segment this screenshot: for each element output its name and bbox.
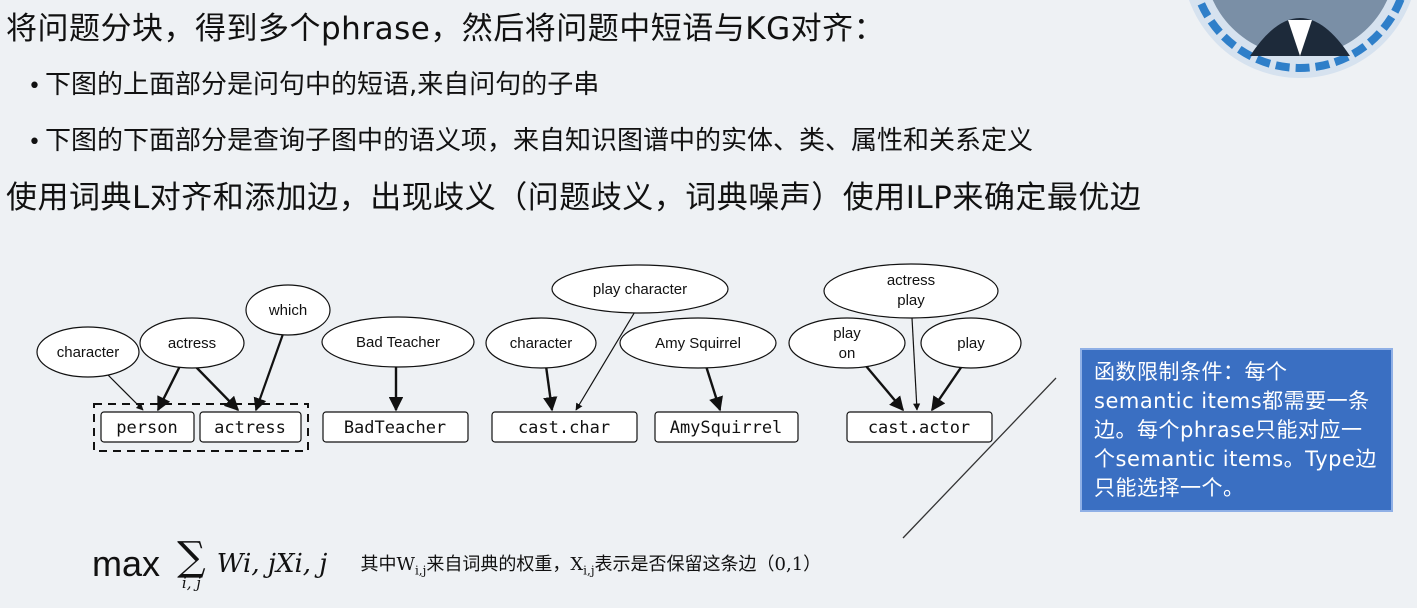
item-label: cast.actor [868, 418, 970, 438]
objective-formula: max ∑ i, j Wi, jXi, j 其中Wi,j来自词典的权重，Xi,j… [92, 534, 822, 598]
constraint-note: 函数限制条件：每个semantic items都需要一条边。每个phrase只能… [1080, 348, 1393, 512]
item-label: cast.char [518, 418, 610, 438]
phrase-node-character: character [36, 326, 140, 378]
diagram-edges [107, 309, 963, 412]
phrase-label: which [268, 302, 307, 319]
semantic-item-amysquirrel: AmySquirrel [654, 411, 799, 443]
callout-line [902, 377, 1057, 539]
phrase-label: play [957, 335, 985, 352]
phrase-node-play-character: play character [551, 264, 729, 314]
item-label: AmySquirrel [670, 418, 783, 438]
phrase-node-play-on: play on [788, 317, 906, 369]
slide-heading: 将问题分块，得到多个phrase，然后将问题中短语与KG对齐： [6, 11, 886, 47]
edge-amysquirrel [704, 365, 723, 412]
slide-subheading: 使用词典L对齐和添加边，出现歧义（问题歧义，词典噪声）使用ILP来确定最优边 [6, 180, 1142, 216]
sigma-subscript: i, j [181, 574, 201, 592]
desc-sub-2: i,j [583, 563, 595, 578]
bullet-dot: • [28, 74, 41, 99]
edge-actress-person [156, 365, 182, 412]
phrase-label: play [897, 292, 925, 309]
presenter-avatar [1189, 0, 1411, 78]
formula-expression: Wi, jXi, j [216, 549, 328, 579]
edge-actress-actress [194, 365, 240, 412]
semantic-item-nodes: person actress BadTeacher cast.char AmyS… [100, 411, 993, 443]
phrase-nodes: character actress which Bad Teacher char… [36, 263, 1022, 378]
type-group-box [93, 403, 309, 452]
phrase-node-actress-play: actress play [823, 263, 999, 319]
desc-prefix: 其中W [360, 554, 415, 576]
semantic-item-actress: actress [199, 411, 302, 443]
edge-actressplay-castactor [911, 317, 921, 411]
semantic-item-person: person [100, 411, 195, 443]
phrase-node-which: which [245, 284, 331, 336]
edge-playon-castactor [865, 365, 904, 412]
phrase-label: actress [887, 272, 935, 289]
desc-sub-1: i,j [414, 563, 427, 578]
formula-sum: ∑ i, j [177, 534, 206, 592]
phrase-label: play [833, 325, 861, 342]
phrase-node-bad-teacher: Bad Teacher [321, 316, 475, 368]
phrase-label: character [510, 335, 573, 352]
phrase-label: character [57, 344, 120, 361]
bullet-item-1: •下图的上面部分是问句中的短语,来自问句的子串 [28, 64, 599, 101]
bullet-text-1: 下图的上面部分是问句中的短语,来自问句的子串 [44, 70, 600, 100]
bullet-dot: • [28, 130, 41, 155]
edge-character-castchar [543, 365, 558, 412]
semantic-item-cast-char: cast.char [491, 411, 638, 443]
phrase-label: Bad Teacher [356, 334, 440, 351]
phrase-node-character-2: character [485, 317, 597, 369]
edge-play-castactor [931, 365, 963, 412]
edge-which-actress [253, 333, 285, 412]
sigma-symbol: ∑ [177, 534, 206, 580]
item-label: person [116, 418, 177, 438]
item-label: actress [214, 418, 286, 438]
semantic-item-cast-actor: cast.actor [846, 411, 993, 443]
edge-playcharacter-castchar [575, 309, 637, 411]
phrase-label: play character [593, 281, 687, 298]
phrase-node-play: play [920, 317, 1022, 369]
desc-suffix: 表示是否保留这条边（0,1） [594, 554, 822, 576]
formula-description: 其中Wi,j来自词典的权重，Xi,j表示是否保留这条边（0,1） [360, 554, 822, 578]
phrase-node-amy-squirrel: Amy Squirrel [619, 317, 777, 369]
bullet-text-2: 下图的下面部分是查询子图中的语义项，来自知识图谱中的实体、类、属性和关系定义 [44, 126, 1033, 156]
bullet-item-2: •下图的下面部分是查询子图中的语义项，来自知识图谱中的实体、类、属性和关系定义 [28, 120, 1033, 157]
phrase-label: actress [168, 335, 216, 352]
phrase-node-actress: actress [139, 317, 245, 369]
semantic-item-badteacher: BadTeacher [322, 411, 469, 443]
phrase-label: on [839, 345, 856, 362]
phrase-label: Amy Squirrel [655, 335, 741, 352]
formula-max: max [92, 543, 161, 584]
item-label: BadTeacher [344, 418, 446, 438]
desc-mid: 来自词典的权重，X [426, 554, 584, 576]
